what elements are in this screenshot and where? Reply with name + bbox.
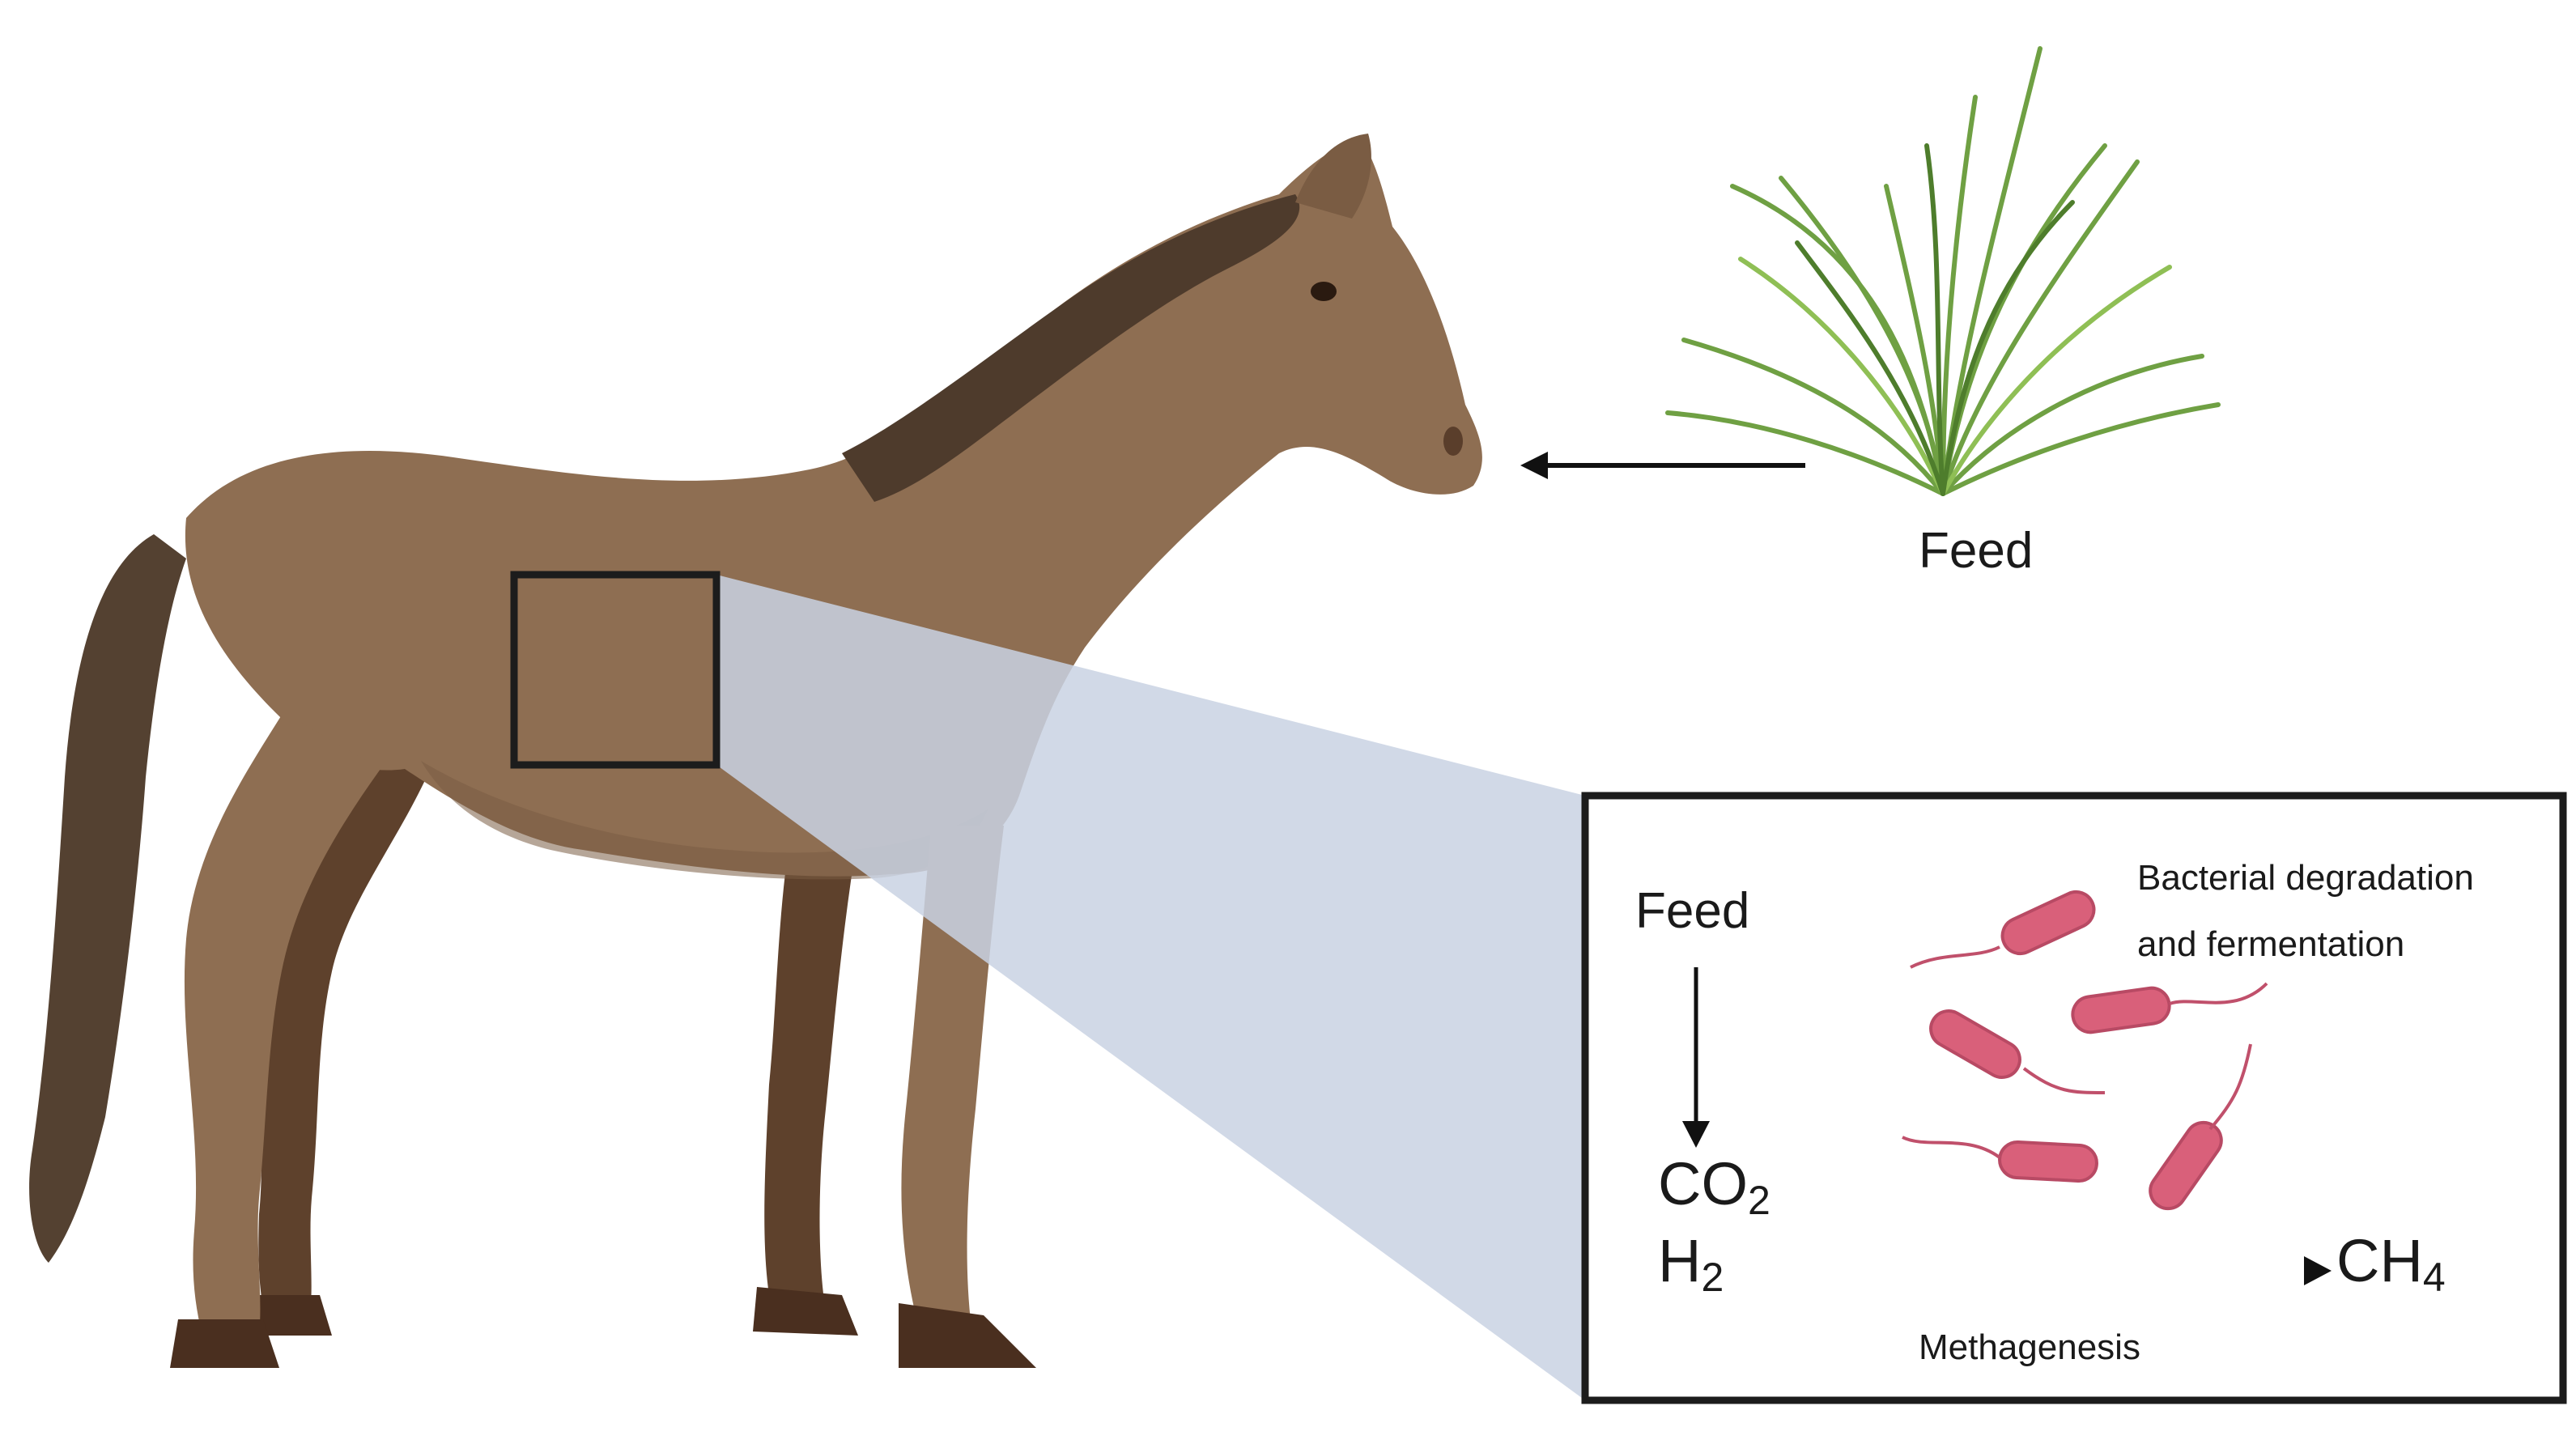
- horse-mane: [842, 194, 1300, 502]
- co2-label: CO2: [1658, 1150, 1770, 1223]
- gut-highlight-box: [510, 571, 721, 769]
- horse-eye: [1311, 282, 1337, 301]
- bacterium: [2071, 986, 2171, 1034]
- grass-illustration: [1665, 46, 2221, 496]
- horse-ear: [1295, 134, 1371, 219]
- bacterial-degradation-label-line1: Bacterial degradation: [2137, 858, 2474, 898]
- feed-label: Feed: [1919, 523, 2034, 579]
- h2-label: H2: [1658, 1227, 1724, 1300]
- horse-nostril: [1443, 427, 1463, 456]
- horse-far-hoof-fore: [753, 1287, 858, 1336]
- inset-feed-label: Feed: [1635, 883, 1750, 939]
- horse-near-hind-leg: [184, 712, 380, 1336]
- horse-near-hoof-hind: [170, 1319, 279, 1368]
- horse-body: [185, 138, 1482, 877]
- feed-to-co2-arrow-head: [1682, 1121, 1710, 1148]
- zoom-wedge: [716, 575, 1585, 1400]
- feed-arrow-head: [1520, 452, 1548, 479]
- ch4-label: CH4: [2336, 1227, 2446, 1300]
- bacterium: [1929, 1009, 2021, 1079]
- horse-body-shade: [421, 761, 988, 880]
- horse-tail: [29, 534, 186, 1263]
- horse-far-fore-leg: [764, 818, 858, 1311]
- methagenesis-arrow-head: [2304, 1256, 2332, 1285]
- horse-near-hoof-fore: [899, 1303, 1036, 1368]
- methagenesis-label: Methagenesis: [1919, 1327, 2140, 1367]
- bacterium: [1998, 1140, 2098, 1183]
- bacteria-group: [1902, 890, 2268, 1211]
- bacterial-degradation-label-line2: and fermentation: [2137, 924, 2405, 964]
- bacterium: [2000, 890, 2096, 956]
